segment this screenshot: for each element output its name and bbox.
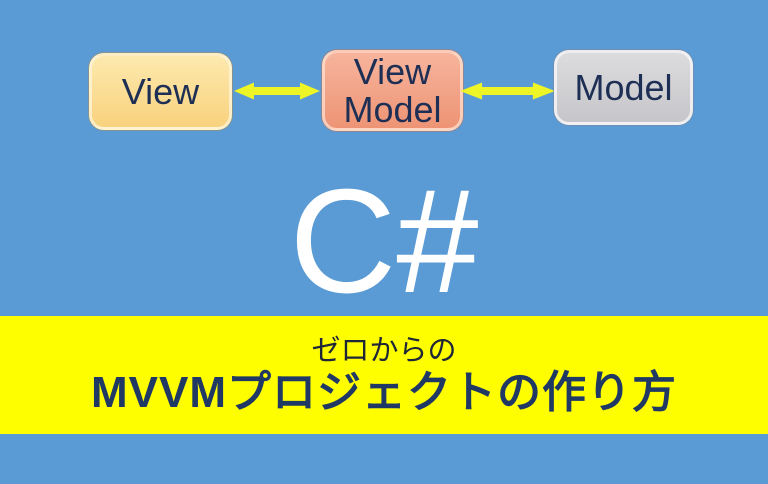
csharp-title: C# [289, 159, 479, 324]
viewmodel-box-label: View Model [343, 50, 442, 130]
view-box: View [89, 53, 232, 130]
model-box-label: Model [574, 66, 673, 108]
double-arrow-icon [234, 82, 320, 100]
banner-subtitle: ゼロからの [311, 335, 457, 367]
double-arrow-icon [460, 82, 555, 100]
title-banner: ゼロからの MVVMプロジェクトの作り方 [0, 316, 768, 434]
view-box-label: View [121, 70, 200, 112]
viewmodel-box: View Model [322, 50, 463, 131]
banner-title: MVVMプロジェクトの作り方 [91, 368, 677, 417]
model-box: Model [554, 50, 693, 125]
